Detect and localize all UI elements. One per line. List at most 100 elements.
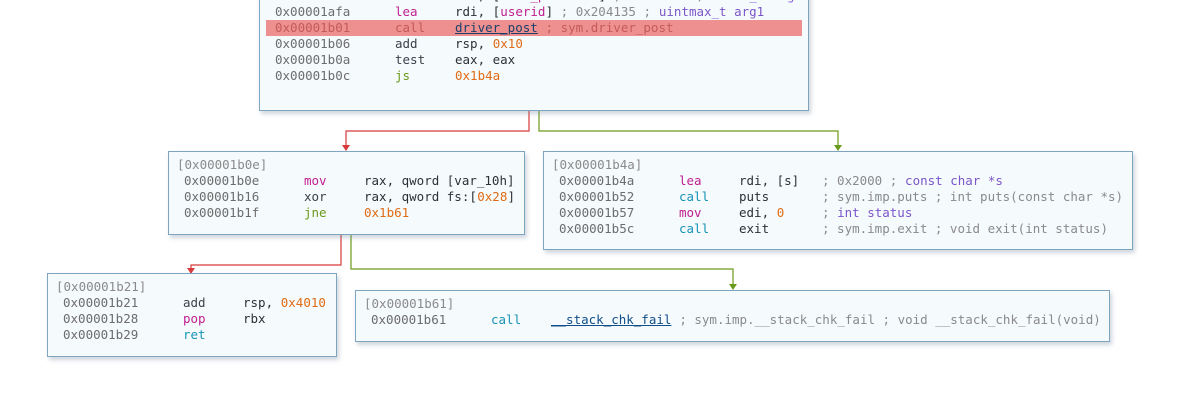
instruction-operand: ]	[507, 189, 515, 204]
instruction-row[interactable]: 0x00001b29 ret	[54, 327, 330, 343]
instruction-comment: ; sym.imp.exit ; void exit(int status)	[822, 221, 1108, 236]
instruction-operand: 0x28	[477, 189, 508, 204]
edge-top-to-b0e	[345, 110, 530, 146]
block-header: [0x00001b61]	[364, 296, 455, 311]
instruction-operand: rsp,	[455, 36, 493, 51]
instruction-mnemonic: mov	[679, 205, 702, 220]
instruction-row[interactable]: 0x00001b57 mov edi, 0; int status	[550, 205, 1126, 221]
basic-block-top[interactable]: 0x00001af3 lea rsi, [user_password] ; 0x20…	[259, 0, 809, 111]
instruction-operand: eax, eax	[455, 52, 516, 67]
basic-block-0x1b0e[interactable]: [0x00001b0e]0x00001b0e mov rax, qword [var…	[168, 151, 525, 235]
instruction-comment: ; sym.driver_post	[538, 20, 674, 35]
instruction-mnemonic: mov	[304, 173, 327, 188]
instruction-row[interactable]: 0x00001b61 call __stack_chk_fail ; sym.imp…	[362, 312, 1103, 328]
instruction-address[interactable]: 0x00001b06	[275, 36, 351, 51]
instruction-mnemonic: call	[395, 20, 426, 35]
instruction-mnemonic: jne	[304, 205, 327, 220]
instruction-address[interactable]: 0x00001af3	[275, 0, 350, 4]
instruction-operand: ]	[545, 4, 554, 19]
instruction-mnemonic: add	[183, 295, 206, 310]
instruction-comment: ; sym.imp.puts ; int puts(const char *s)	[822, 189, 1124, 204]
instruction-address[interactable]: 0x00001afa	[275, 4, 351, 19]
instruction-operand: rdi, [	[455, 4, 501, 19]
edge-b0e-to-b61	[350, 234, 734, 285]
instruction-row[interactable]: 0x00001b16 xor rax, qword fs:[0x28]	[175, 189, 518, 205]
edge-top-to-b0e-arrow	[342, 145, 350, 151]
instruction-address[interactable]: 0x00001b0c	[275, 68, 351, 83]
instruction-address[interactable]: 0x00001b4a	[559, 173, 635, 188]
instruction-operand: exit	[739, 221, 770, 236]
instruction-operand: 0x1b4a	[455, 68, 501, 83]
instruction-row[interactable]: 0x00001b5c call exit ; sym.imp.exit ; void …	[550, 221, 1126, 237]
edge-b0e-to-b61-arrow	[729, 284, 737, 290]
instruction-operand: uintmax_t arg1	[658, 4, 765, 19]
instruction-row[interactable]: 0x00001b0e mov rax, qword [var_10h]	[175, 173, 518, 189]
instruction-address[interactable]: 0x00001b01	[275, 20, 351, 35]
instruction-mnemonic: lea	[395, 4, 418, 19]
edge-b0e-to-b21-arrow	[187, 268, 195, 274]
edge-top-to-b4a-arrow	[834, 145, 842, 151]
basic-block-0x1b61[interactable]: [0x00001b61]0x00001b61 call __stack_chk_fa…	[355, 290, 1110, 342]
instruction-row[interactable]: 0x00001b0a test eax, eax	[266, 52, 802, 68]
instruction-operand[interactable]: userid	[500, 4, 546, 19]
instruction-mnemonic: call	[679, 221, 710, 236]
function-reference[interactable]: driver_post	[455, 20, 538, 35]
instruction-address[interactable]: 0x00001b57	[559, 205, 635, 220]
instruction-comment: int status	[837, 205, 913, 220]
instruction-operand: 0	[776, 205, 785, 220]
instruction-operand: puts	[739, 189, 770, 204]
instruction-row-highlighted[interactable]: 0x00001b01 call driver_post ; sym.driver_p…	[266, 20, 802, 36]
instruction-comment: ;	[822, 205, 838, 220]
block-header: [0x00001b4a]	[552, 157, 643, 172]
edge-b0e-to-b21	[190, 234, 342, 269]
instruction-comment: const char *s	[905, 173, 1003, 188]
instruction-operand[interactable]: user_password	[500, 0, 598, 4]
instruction-address[interactable]: 0x00001b16	[184, 189, 260, 204]
instruction-mnemonic: ret	[183, 327, 206, 342]
instruction-mnemonic: xor	[304, 189, 327, 204]
instruction-address[interactable]: 0x00001b61	[371, 312, 447, 327]
function-reference[interactable]: __stack_chk_fail	[551, 312, 672, 327]
instruction-row[interactable]: 0x00001b0c js 0x1b4a	[266, 68, 802, 84]
instruction-comment: ; sym.imp.__stack_chk_fail ; void __stac…	[671, 312, 1101, 327]
instruction-address[interactable]: 0x00001b5c	[559, 221, 635, 236]
instruction-operand: edi,	[739, 205, 777, 220]
instruction-mnemonic: lea	[395, 0, 418, 4]
instruction-address[interactable]: 0x00001b0e	[184, 173, 260, 188]
instruction-operand: 0x4010	[280, 295, 326, 310]
instruction-operand: rdi, [s]	[739, 173, 800, 188]
block-header: [0x00001b0e]	[177, 157, 268, 172]
instruction-operand: rax, qword fs:[	[364, 189, 477, 204]
instruction-address[interactable]: 0x00001b1f	[184, 205, 260, 220]
instruction-row[interactable]: 0x00001b21 add rsp, 0x4010	[54, 295, 330, 311]
instruction-operand: ]	[598, 0, 606, 4]
instruction-operand: rsp,	[243, 295, 281, 310]
instruction-address[interactable]: 0x00001b29	[63, 327, 139, 342]
instruction-mnemonic: add	[395, 36, 418, 51]
edge-top-to-b4a	[538, 110, 839, 146]
instruction-mnemonic: call	[491, 312, 522, 327]
instruction-address[interactable]: 0x00001b28	[63, 311, 139, 326]
instruction-address[interactable]: 0x00001b52	[559, 189, 635, 204]
instruction-comment: ; 0x204135 ;	[553, 4, 659, 19]
instruction-row[interactable]: 0x00001af3 lea rsi, [user_password] ; 0x20…	[266, 0, 802, 4]
instruction-operand: rax, qword [var_10h]	[364, 173, 515, 188]
instruction-address[interactable]: 0x00001b21	[63, 295, 139, 310]
instruction-row[interactable]: 0x00001b1f jne 0x1b61	[175, 205, 518, 221]
instruction-address[interactable]: 0x00001b0a	[275, 52, 351, 67]
instruction-operand: 0x1b61	[364, 205, 410, 220]
instruction-mnemonic: js	[395, 68, 411, 83]
instruction-comment: ; 0x204120 ;	[606, 0, 711, 4]
instruction-mnemonic: lea	[679, 173, 702, 188]
instruction-mnemonic: test	[395, 52, 426, 67]
instruction-operand: rsi, [	[455, 0, 500, 4]
block-header: [0x00001b21]	[56, 279, 147, 294]
